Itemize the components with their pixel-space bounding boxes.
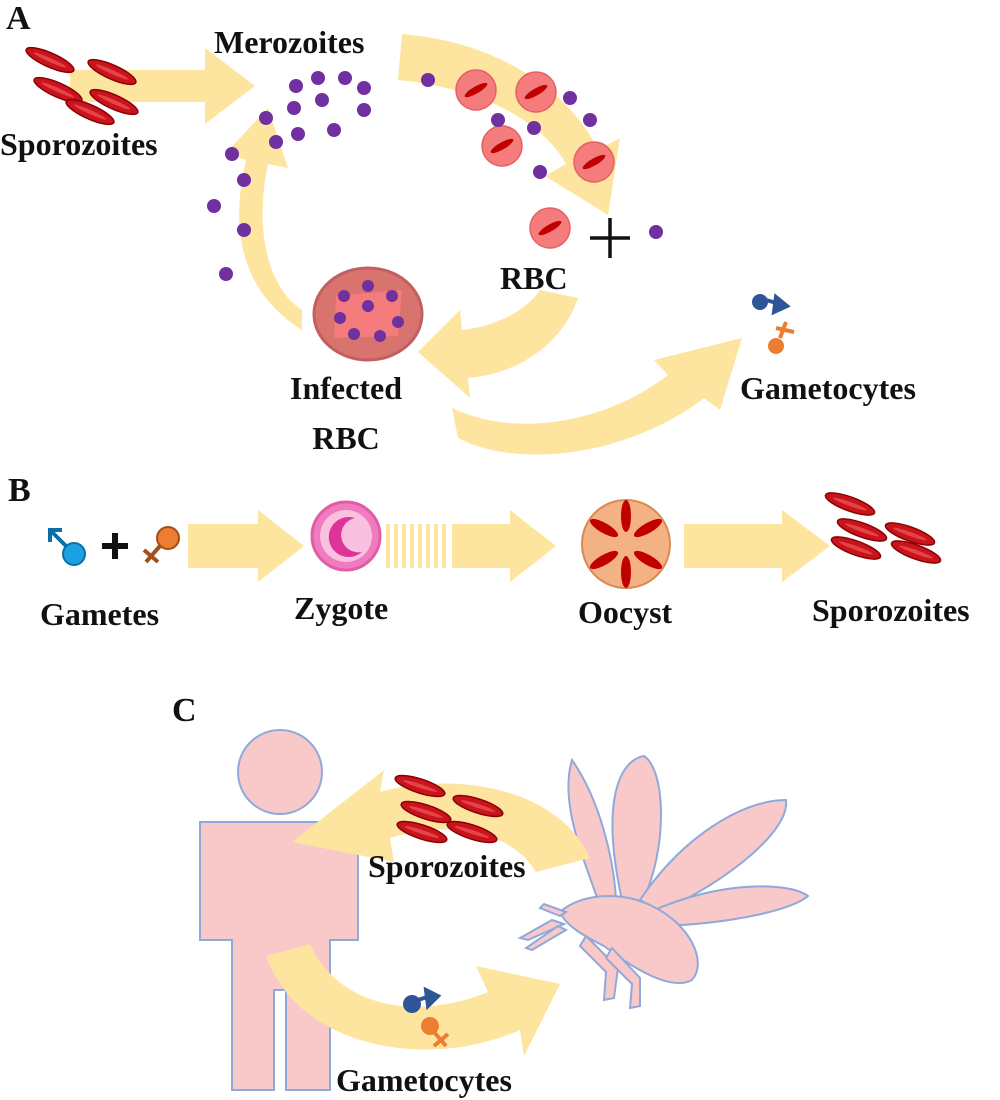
arrow-merozoites-to-rbc [398, 34, 620, 215]
plus-icon [102, 533, 128, 559]
arrow-rbc-to-infected [418, 290, 578, 398]
panel-a [22, 34, 795, 455]
panel-a-letter: A [6, 0, 31, 37]
label-sporozoites-a: Sporozoites [0, 126, 158, 162]
male-symbol-icon [752, 293, 791, 316]
merozoites-cluster [207, 71, 371, 281]
female-symbol-icon [421, 1017, 450, 1048]
label-merozoites: Merozoites [214, 24, 365, 60]
female-gamete-icon [142, 526, 180, 564]
label-infected-rbc-line1: Infected [290, 370, 402, 406]
label-gametes: Gametes [40, 596, 160, 632]
arrow-sporozoites-to-merozoites [70, 48, 255, 124]
oocyst-cell [581, 499, 671, 589]
arrow-infected-to-gametocytes [452, 338, 742, 455]
human-silhouette-icon [199, 729, 359, 1091]
male-symbol-icon [403, 986, 442, 1013]
panel-c [199, 729, 810, 1091]
label-rbc: RBC [500, 260, 568, 296]
label-gametocytes-a: Gametocytes [740, 370, 916, 406]
arrow-zygote-to-oocyst-dashed [386, 510, 556, 582]
zygote-cell [310, 500, 382, 572]
arrow-gametes-to-zygote [188, 510, 304, 582]
panel-c-letter: C [172, 692, 197, 729]
label-sporozoites-b: Sporozoites [812, 592, 970, 628]
arrow-infected-to-merozoites [225, 108, 302, 330]
label-oocyst: Oocyst [578, 594, 673, 630]
female-symbol-icon [768, 321, 795, 354]
panel-b [48, 487, 944, 589]
label-sporozoites-c: Sporozoites [368, 848, 526, 884]
sporozoites-cluster-b [822, 487, 944, 569]
label-infected-rbc-line2: RBC [312, 420, 380, 456]
panel-b-letter: B [8, 472, 31, 509]
male-gamete-icon [48, 528, 86, 566]
infected-rbc-cell [312, 266, 424, 362]
arrow-oocyst-to-sporozoites [684, 510, 830, 582]
arrow-human-to-mosquito [266, 944, 560, 1056]
plus-icon [590, 218, 630, 258]
mosquito-silhouette-icon [517, 754, 810, 1010]
rbc-cluster [421, 69, 663, 249]
label-gametocytes-c: Gametocytes [336, 1062, 512, 1098]
label-zygote: Zygote [294, 590, 389, 626]
